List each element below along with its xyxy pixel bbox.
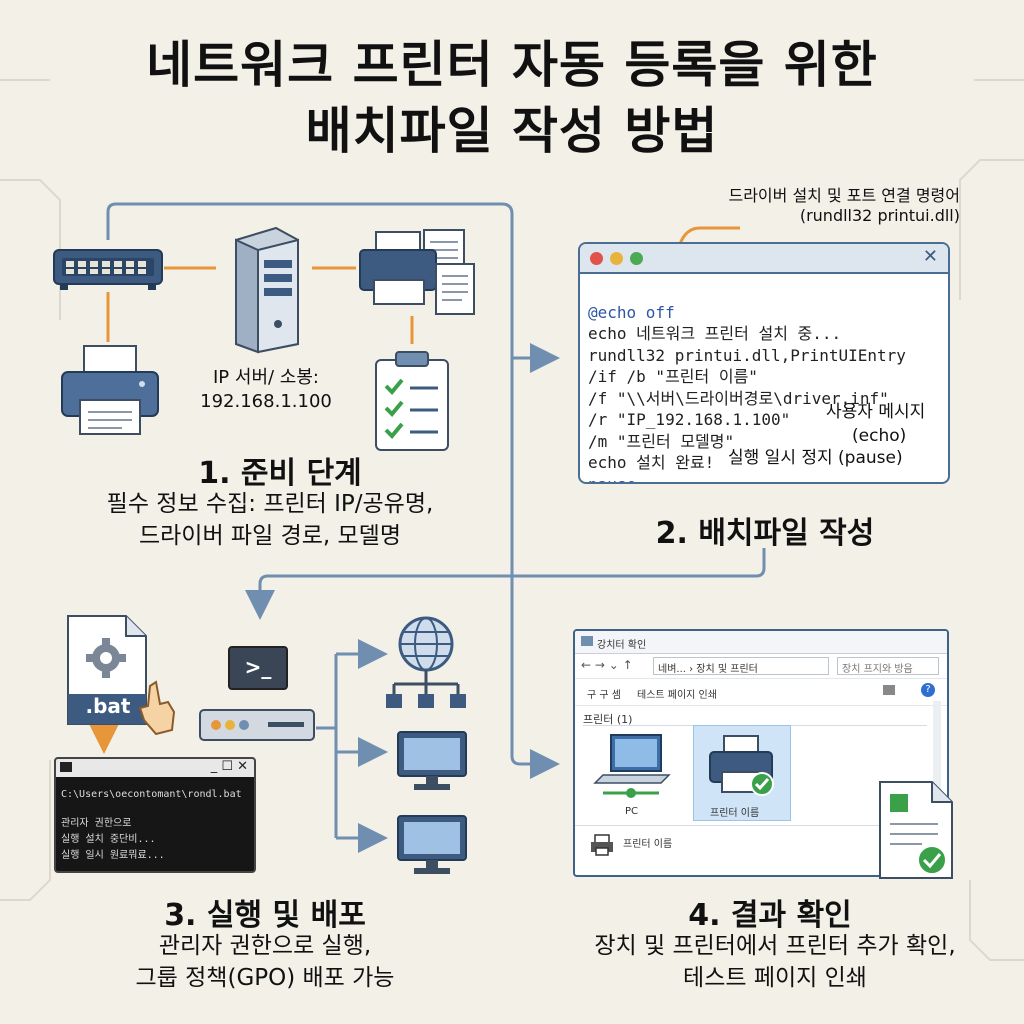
network-switch-icon xyxy=(53,249,163,290)
ip-server-value: 192.168.1.100 xyxy=(200,391,332,412)
desktop-computer-icon xyxy=(397,731,467,790)
step4-title: 4. 결과 확인 xyxy=(688,898,852,933)
step3-desc-line1: 관리자 권한으로 실행, xyxy=(158,933,372,959)
explorer-window-title: 강치터 확인 xyxy=(597,640,647,651)
printer-icon xyxy=(61,345,159,435)
code-line: /r "IP_192.168.1.100" xyxy=(588,410,791,429)
code-line: pause xyxy=(588,474,637,484)
view-options-icon[interactable] xyxy=(883,685,895,695)
toolbar-organize[interactable]: 구 구 셈 xyxy=(587,690,621,701)
explorer-scrollbar[interactable] xyxy=(933,701,941,821)
code-window-titlebar: ✕ xyxy=(580,244,948,274)
desktop-computer-icon xyxy=(397,815,467,874)
step3-desc-line2: 그룹 정책(GPO) 배포 가능 xyxy=(135,965,395,991)
cmd-terminal-window: _ ☐ ✕ C:\Users\oecontomant\rondl.bat 관리자… xyxy=(54,757,256,873)
pc-device-icon[interactable] xyxy=(591,731,671,807)
page-title-line2: 배치파일 작성 방법 xyxy=(305,102,719,160)
maximize-dot-icon[interactable] xyxy=(630,252,643,265)
terminal-line: 실행 일시 원료뭐료... xyxy=(61,850,165,861)
step4-desc-line1: 장치 및 프린터에서 프린터 추가 확인, xyxy=(594,933,956,959)
step1-title: 1. 준비 단계 xyxy=(198,456,362,491)
step2-title: 2. 배치파일 작성 xyxy=(655,516,875,551)
step1-links xyxy=(106,266,414,344)
printer-group-label: 프린터 (1) xyxy=(583,713,633,726)
explorer-titlebar: 강치터 확인 xyxy=(575,631,947,654)
small-printer-icon xyxy=(591,834,613,856)
address-bar[interactable]: 네벼... › 장치 및 프린터 xyxy=(653,657,829,675)
close-x-icon[interactable]: ✕ xyxy=(922,246,938,267)
step4-desc-line2: 테스트 페이지 인쇄 xyxy=(683,965,867,991)
code-line-echo: echo 네트워크 프린터 설치 중... xyxy=(588,324,842,343)
code-line: echo 설치 완료! xyxy=(588,453,715,472)
batch-code-window: ✕ @echo off echo 네트워크 프린터 설치 중... rundll32… xyxy=(578,242,950,484)
terminal-prompt-icon: >_ xyxy=(228,646,288,690)
printer-documents-icon xyxy=(359,229,475,315)
explorer-toolbar: 구 구 셈 테스트 페이지 인쇄 ? xyxy=(575,679,947,706)
code-line: echo 네트워크 프린터 설치 중... xyxy=(588,323,906,345)
step3-title: 3. 실행 및 배포 xyxy=(164,898,366,933)
terminal-app-icon xyxy=(60,762,72,772)
nav-back-forward-icon[interactable]: ← → ⌄ ↑ xyxy=(581,658,633,672)
toolbar-print-test-page[interactable]: 테스트 페이지 인쇄 xyxy=(637,690,717,701)
success-document-icon xyxy=(879,781,953,879)
bat-file-icon xyxy=(67,615,176,736)
page-title-line1: 네트워크 프린터 자동 등록을 위한 xyxy=(146,36,878,94)
address-text: 네벼... › 장치 및 프린터 xyxy=(658,664,758,675)
explorer-navbar: ← → ⌄ ↑ 네벼... › 장치 및 프린터 장치 프지와 방음 xyxy=(575,654,947,679)
printer-tile-label: 프린터 이름 xyxy=(710,808,760,819)
annotation-driver-install: 드라이버 설치 및 포트 연결 명령어 xyxy=(728,186,960,205)
close-dot-icon[interactable] xyxy=(590,252,603,265)
annotation-echo: (echo) xyxy=(852,426,907,446)
prompt-symbol: >_ xyxy=(244,655,272,679)
code-line: /f "\\서버\드라이버경로\driver.inf" xyxy=(588,388,889,408)
code-line: @echo off xyxy=(588,302,675,322)
step1-desc-line1: 필수 정보 수집: 프린터 IP/공유명, xyxy=(106,491,434,517)
code-line: /m "프린터 모델명" xyxy=(588,431,735,451)
explorer-app-icon xyxy=(581,636,593,646)
details-divider xyxy=(575,825,943,826)
terminal-line: C:\Users\oecontomant\rondl.bat xyxy=(61,789,242,800)
annotation-pause: 실행 일시 정지 (pause) xyxy=(728,448,903,468)
search-placeholder: 장치 프지와 방음 xyxy=(842,664,913,675)
terminal-line: 실행 설치 중단비... xyxy=(61,834,156,845)
ip-server-label: IP 서버/ 소봉: xyxy=(213,367,319,388)
terminal-window-controls-icon[interactable]: _ ☐ ✕ xyxy=(210,759,248,774)
annotation-user-message: 사용자 메시지 xyxy=(826,402,926,422)
globe-network-icon xyxy=(386,616,466,708)
flow-step2-to-step3 xyxy=(245,548,766,620)
annotation-rundll: (rundll32 printui.dll) xyxy=(799,206,960,225)
code-line: /if /b "프린터 이름" xyxy=(588,367,758,386)
help-icon[interactable]: ? xyxy=(921,683,935,697)
pc-label: PC xyxy=(625,806,639,817)
flow-step1-to-step2 xyxy=(106,202,560,373)
terminal-titlebar: _ ☐ ✕ xyxy=(56,759,254,777)
details-printer-name: 프린터 이름 xyxy=(623,839,673,850)
bat-file-label: .bat xyxy=(85,694,131,718)
flow-to-step4 xyxy=(510,358,560,779)
printer-device-icon xyxy=(709,735,774,796)
server-icon xyxy=(235,226,299,354)
terminal-line: 관리자 권한으로 xyxy=(61,818,132,829)
checklist-clipboard-icon xyxy=(375,351,449,451)
step1-desc-line2: 드라이버 파일 경로, 모델명 xyxy=(138,523,401,549)
search-box[interactable]: 장치 프지와 방음 xyxy=(837,657,939,675)
deployment-server-icon xyxy=(199,709,315,741)
code-line: rundll32 printui.dll,PrintUIEntry xyxy=(588,345,906,365)
batch-code: @echo off echo 네트워크 프린터 설치 중... rundll32 p… xyxy=(588,280,906,484)
minimize-dot-icon[interactable] xyxy=(610,252,623,265)
selected-printer-tile[interactable]: 프린터 이름 xyxy=(693,725,791,821)
